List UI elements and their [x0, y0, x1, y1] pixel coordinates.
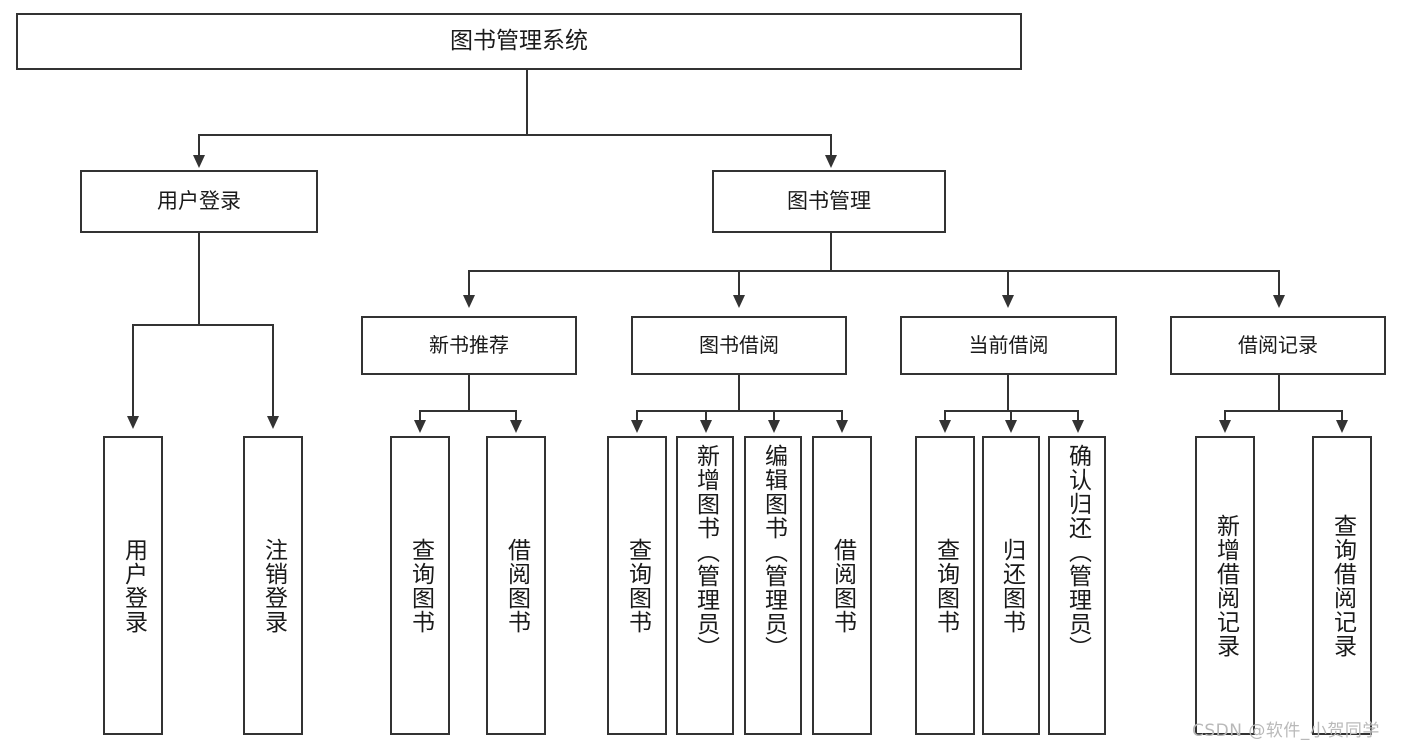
connector-borrow-records-stem: [1278, 375, 1280, 411]
connector-br-to-leaf-1: [1224, 410, 1226, 422]
connector-new-book-stem: [468, 375, 470, 411]
connector-user-login-stem: [198, 233, 200, 325]
arrow-newbook-to-leaf-1: [414, 420, 426, 433]
connector-root-bus: [198, 134, 832, 136]
connector-new-book-bus: [419, 410, 517, 412]
connector-cb-to-leaf-2: [1010, 410, 1012, 422]
leaf-label: 查询图书: [407, 537, 434, 634]
leaf-borrow-books-recommend[interactable]: 借阅图书: [486, 436, 546, 735]
leaf-query-books-recommend[interactable]: 查询图书: [390, 436, 450, 735]
connector-root-stem: [526, 70, 528, 135]
connector-book-borrow-stem: [738, 375, 740, 411]
leaf-add-borrow-record[interactable]: 新增借阅记录: [1195, 436, 1255, 735]
arrow-cb-to-leaf-2: [1005, 420, 1017, 433]
connector-user-login-to-leaf-1: [132, 324, 134, 418]
node-user-login[interactable]: 用户登录: [80, 170, 318, 233]
connector-current-borrow-stem: [1007, 375, 1009, 411]
connector-book-borrow-bus: [636, 410, 842, 412]
arrow-root-to-user-login: [193, 155, 205, 168]
arrow-user-login-to-leaf-1: [127, 416, 139, 429]
connector-user-login-bus: [132, 324, 272, 326]
connector-newbook-to-leaf-2: [515, 410, 517, 422]
leaf-logout[interactable]: 注销登录: [243, 436, 303, 735]
leaf-label: 确认归还（管理员）: [1064, 444, 1091, 660]
connector-bb-to-leaf-3: [773, 410, 775, 422]
leaf-return-books[interactable]: 归还图书: [982, 436, 1040, 735]
arrow-cb-to-leaf-3: [1072, 420, 1084, 433]
connector-cb-to-leaf-1: [944, 410, 946, 422]
node-label: 用户登录: [157, 189, 241, 214]
arrow-bb-to-leaf-4: [836, 420, 848, 433]
node-label: 图书管理: [787, 189, 871, 214]
arrow-bm-to-lvl3-1: [463, 295, 475, 308]
arrow-br-to-leaf-2: [1336, 420, 1348, 433]
connector-bm-to-lvl3-4: [1278, 270, 1280, 297]
node-label: 借阅记录: [1238, 332, 1318, 357]
arrow-bm-to-lvl3-4: [1273, 295, 1285, 308]
connector-bm-to-lvl3-3: [1007, 270, 1009, 297]
arrow-bb-to-leaf-2: [700, 420, 712, 433]
leaf-label: 归还图书: [998, 537, 1025, 634]
leaf-add-book-admin[interactable]: 新增图书（管理员）: [676, 436, 734, 735]
connector-bb-to-leaf-1: [636, 410, 638, 422]
node-label: 图书管理系统: [450, 27, 588, 54]
node-new-book-recommend[interactable]: 新书推荐: [361, 316, 577, 375]
node-root-book-management-system[interactable]: 图书管理系统: [16, 13, 1022, 70]
arrow-newbook-to-leaf-2: [510, 420, 522, 433]
leaf-label: 借阅图书: [829, 537, 856, 634]
node-label: 图书借阅: [699, 332, 779, 357]
connector-root-to-user-login: [198, 134, 200, 158]
connector-borrow-records-bus: [1224, 410, 1342, 412]
node-current-borrow[interactable]: 当前借阅: [900, 316, 1117, 375]
arrow-bb-to-leaf-1: [631, 420, 643, 433]
leaf-label: 新增借阅记录: [1212, 513, 1239, 658]
arrow-user-login-to-leaf-2: [267, 416, 279, 429]
arrow-br-to-leaf-1: [1219, 420, 1231, 433]
connector-cb-to-leaf-3: [1077, 410, 1079, 422]
leaf-query-books-current[interactable]: 查询图书: [915, 436, 975, 735]
arrow-bm-to-lvl3-2: [733, 295, 745, 308]
leaf-label: 新增图书（管理员）: [692, 444, 719, 660]
connector-bb-to-leaf-2: [705, 410, 707, 422]
leaf-label: 用户登录: [120, 537, 147, 634]
leaf-label: 注销登录: [260, 537, 287, 634]
arrow-bm-to-lvl3-3: [1002, 295, 1014, 308]
leaf-confirm-return-admin[interactable]: 确认归还（管理员）: [1048, 436, 1106, 735]
node-label: 新书推荐: [429, 332, 509, 357]
node-book-borrow[interactable]: 图书借阅: [631, 316, 847, 375]
leaf-user-login[interactable]: 用户登录: [103, 436, 163, 735]
connector-user-login-to-leaf-2: [272, 324, 274, 418]
leaf-label: 编辑图书（管理员）: [760, 444, 787, 660]
leaf-query-borrow-record[interactable]: 查询借阅记录: [1312, 436, 1372, 735]
leaf-label: 查询借阅记录: [1329, 513, 1356, 658]
connector-bb-to-leaf-4: [841, 410, 843, 422]
connector-bm-to-lvl3-2: [738, 270, 740, 297]
connector-book-management-stem: [830, 233, 832, 271]
leaf-label: 查询图书: [624, 537, 651, 634]
leaf-query-books-borrow[interactable]: 查询图书: [607, 436, 667, 735]
watermark: CSDN @软件_小贺同学: [1192, 721, 1380, 741]
leaf-edit-book-admin[interactable]: 编辑图书（管理员）: [744, 436, 802, 735]
arrow-bb-to-leaf-3: [768, 420, 780, 433]
connector-root-to-book-management: [830, 134, 832, 158]
arrow-root-to-book-management: [825, 155, 837, 168]
leaf-borrow-books[interactable]: 借阅图书: [812, 436, 872, 735]
connector-newbook-to-leaf-1: [419, 410, 421, 422]
node-borrow-records[interactable]: 借阅记录: [1170, 316, 1386, 375]
leaf-label: 查询图书: [932, 537, 959, 634]
connector-bm-to-lvl3-1: [468, 270, 470, 297]
connector-br-to-leaf-2: [1341, 410, 1343, 422]
node-label: 当前借阅: [968, 332, 1049, 357]
leaf-label: 借阅图书: [503, 537, 530, 634]
connector-book-management-bus: [468, 270, 1280, 272]
arrow-cb-to-leaf-1: [939, 420, 951, 433]
node-book-management[interactable]: 图书管理: [712, 170, 946, 233]
